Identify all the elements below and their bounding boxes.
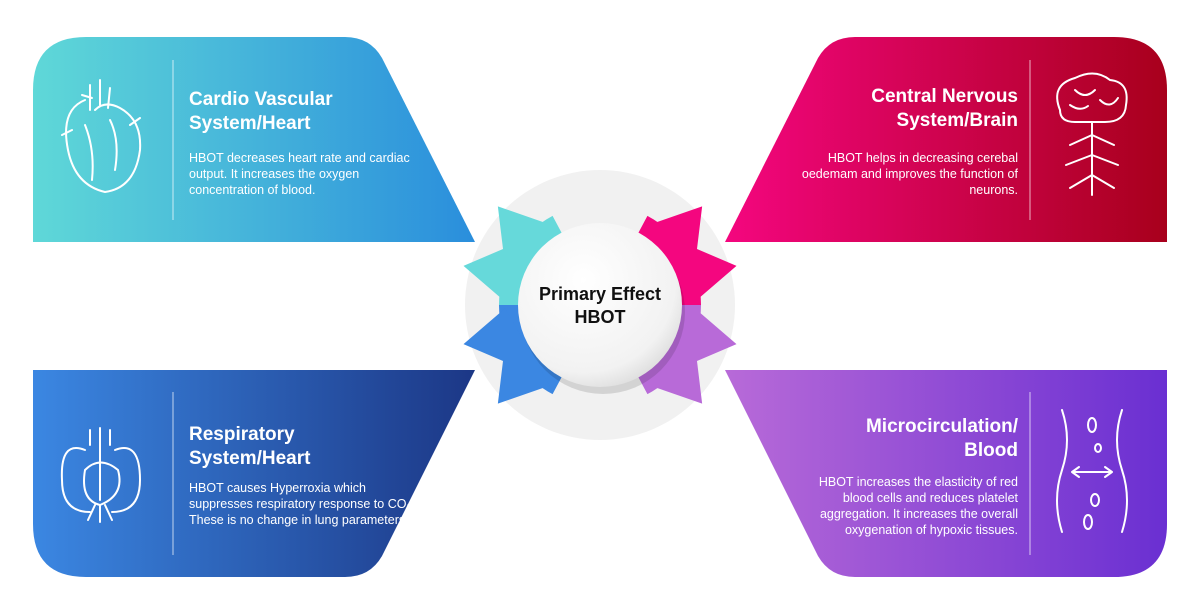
title-line: System/Brain — [896, 110, 1018, 131]
panel-cardio — [33, 37, 475, 242]
resp-body: HBOT causes Hyperroxia which suppresses … — [189, 481, 415, 527]
panel-micro — [725, 370, 1167, 577]
title-line: System/Heart — [189, 113, 311, 134]
arrow-cardio — [463, 206, 550, 302]
brain-icon — [1056, 72, 1128, 196]
title-line: Blood — [964, 440, 1018, 461]
arrow-resp — [463, 308, 550, 404]
micro-body: HBOT increases the elasticity of red blo… — [818, 475, 1018, 537]
micro-title: Microcirculation/Blood — [780, 415, 1018, 463]
lungs-icon — [60, 427, 142, 523]
title-line: System/Heart — [189, 448, 311, 469]
cardio-body: HBOT decreases heart rate and cardiac ou… — [189, 151, 410, 197]
title-line: Central Nervous — [871, 86, 1018, 107]
cns-body: HBOT helps in decreasing cerebal oedemam… — [801, 151, 1018, 197]
title-line: Respiratory — [189, 424, 295, 445]
center-line: HBOT — [574, 307, 626, 327]
arrow-micro — [650, 308, 737, 404]
blood-vessel-icon — [1056, 409, 1128, 533]
center-line: Primary Effect — [538, 284, 662, 304]
panel-resp — [33, 370, 475, 577]
title-line: Microcirculation/ — [865, 416, 1018, 437]
title-line: Cardio Vascular — [189, 89, 333, 110]
arrow-cns — [650, 206, 737, 302]
heart-icon — [61, 79, 142, 194]
panel-cns — [725, 37, 1167, 242]
